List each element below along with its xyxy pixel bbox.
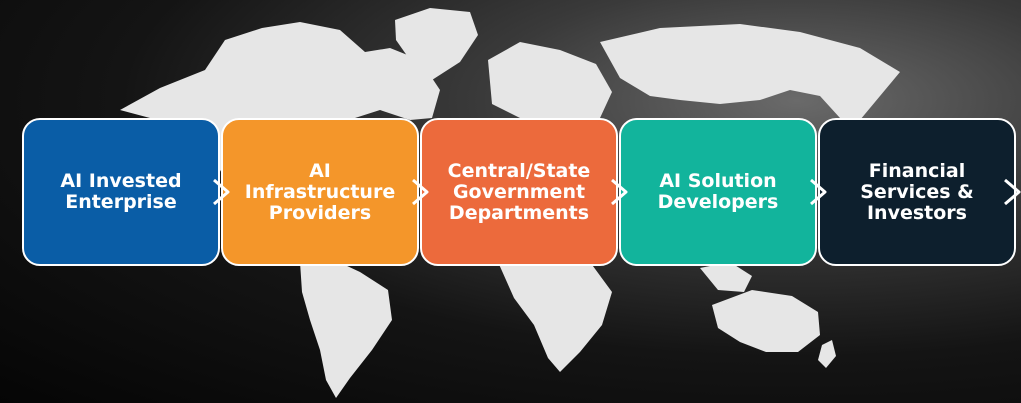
chevron-right-icon <box>1004 178 1021 206</box>
chevron-right-icon <box>810 178 827 206</box>
step-ai-solution-developers: AI Solution Developers <box>619 118 817 266</box>
step-label: AI Invested Enterprise <box>60 170 182 213</box>
greenland-landmass <box>395 8 478 80</box>
chevron-right-icon <box>412 178 429 206</box>
australia-landmass <box>712 290 820 352</box>
step-label: AI Infrastructure Providers <box>244 159 396 224</box>
south-america-landmass <box>300 258 392 398</box>
step-label: Financial Services & Investors <box>860 159 974 224</box>
chevron-right-icon <box>213 178 230 206</box>
step-government-departments: Central/State Government Departments <box>420 118 618 266</box>
chevron-right-icon <box>611 178 628 206</box>
step-ai-infrastructure-providers: AI Infrastructure Providers <box>221 118 419 266</box>
southeast-asia-landmass <box>700 262 752 292</box>
step-label: Central/State Government Departments <box>447 159 591 224</box>
new-zealand-landmass <box>818 340 836 368</box>
asia-landmass <box>600 24 900 120</box>
step-ai-invested-enterprise: AI Invested Enterprise <box>22 118 220 266</box>
europe-landmass <box>488 42 612 124</box>
step-financial-services-investors: Financial Services & Investors <box>818 118 1016 266</box>
step-label: AI Solution Developers <box>657 170 779 213</box>
africa-landmass <box>498 255 612 372</box>
